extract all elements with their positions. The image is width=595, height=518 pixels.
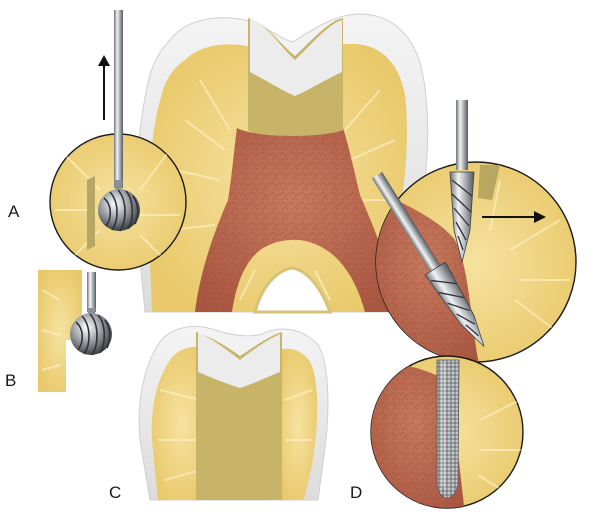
panel-a-cut-wall [87, 176, 95, 250]
panel-c-tooth [138, 326, 329, 501]
panel-d-detail-bottom [370, 355, 524, 509]
access-enamel-wall [250, 18, 342, 96]
arrow-right-icon [482, 211, 546, 223]
panel-d-bur2-shank [371, 172, 441, 272]
round-bur-icon [70, 313, 112, 356]
panel-a-bur-shank [114, 10, 123, 188]
panel-label-d: D [350, 483, 363, 502]
tapered-fissure-bur-icon [424, 261, 485, 347]
panel-b-bur-shank [87, 272, 96, 312]
panel-b-detail [38, 270, 112, 396]
panel-c-dentin-right [278, 348, 318, 500]
panel-label-c: C [109, 483, 122, 502]
furcation [253, 266, 333, 314]
round-bur-icon [98, 189, 140, 232]
diamond-bur-icon [436, 359, 460, 499]
panel-a-detail [49, 10, 187, 271]
tapered-fissure-bur-icon [449, 171, 475, 263]
panel-label-b: B [5, 371, 17, 390]
panel-b-cut-step [66, 340, 86, 396]
panel-d-detail-top [371, 100, 577, 363]
pulp-texture [195, 128, 395, 312]
main-tooth [135, 13, 429, 314]
panel-label-a: A [8, 202, 20, 221]
arrow-up-icon [98, 55, 110, 120]
panel-c-access-enamel [198, 332, 280, 388]
panel-d-bur1-shank [456, 100, 468, 170]
